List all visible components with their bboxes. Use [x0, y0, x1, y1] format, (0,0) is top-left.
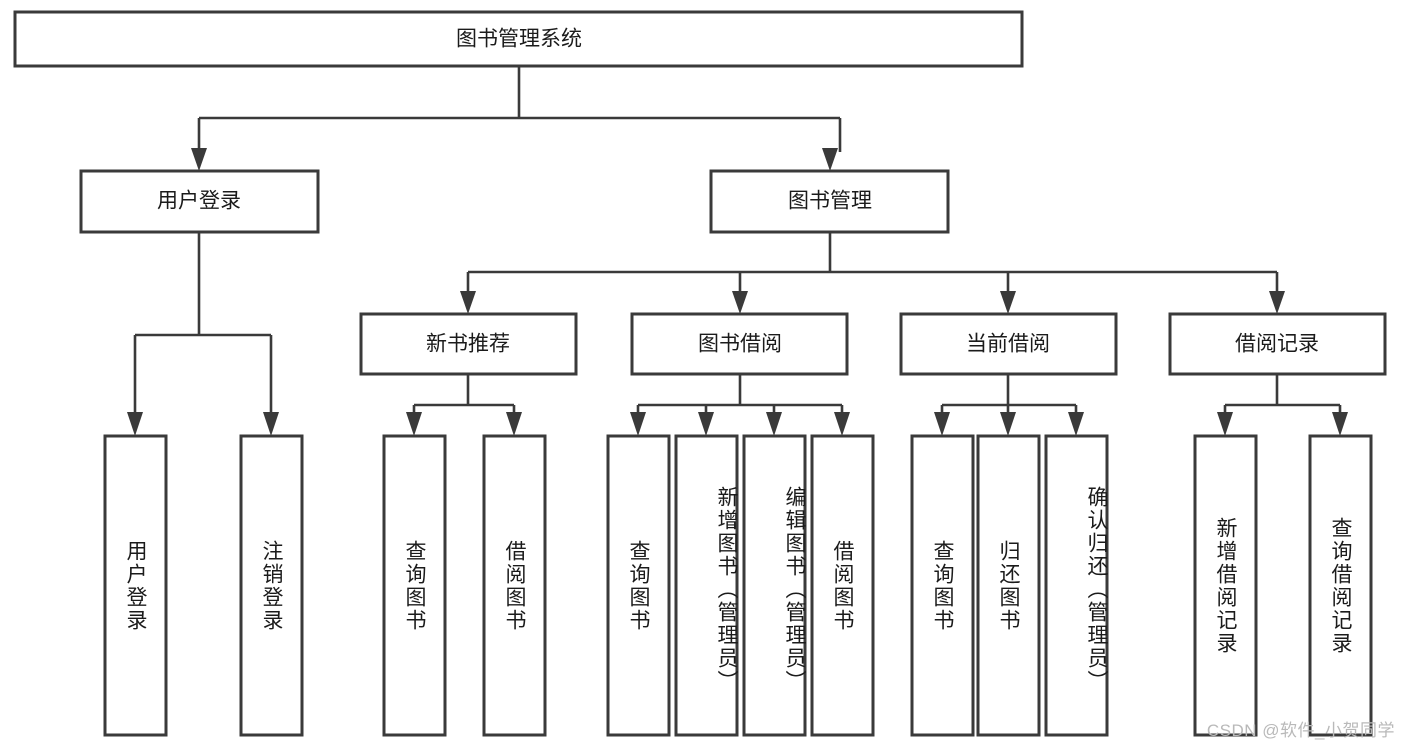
node-user-login[interactable]: 用户登录 [79, 169, 320, 234]
node-user-login-label: 用户登录 [157, 190, 241, 213]
csdn-watermark: CSDN @软件_小贺同学 [1206, 721, 1395, 740]
node-root[interactable]: 图书管理系统 [13, 10, 1024, 68]
node-current-borrow-label: 当前借阅 [966, 333, 1050, 356]
node-borrow-record[interactable]: 借阅记录 [1168, 312, 1387, 376]
connector-bookmanage-to-level2 [460, 232, 1285, 314]
node-book-borrow[interactable]: 图书借阅 [630, 312, 849, 376]
node-book-manage-label: 图书管理 [788, 190, 872, 213]
node-book-manage[interactable]: 图书管理 [709, 169, 950, 234]
connector-borrowrecord-to-leaves [1217, 374, 1348, 436]
node-leaf-borrow-book-1[interactable] [482, 434, 547, 737]
node-leaf-query-borrow-record[interactable] [1308, 434, 1373, 737]
connector-bookborrow-to-leaves [630, 374, 850, 436]
node-leaf-query-book-2[interactable] [606, 434, 671, 737]
node-leaf-user-login[interactable] [103, 434, 168, 737]
connector-currentborrow-to-leaves [934, 374, 1084, 436]
node-borrow-record-label: 借阅记录 [1235, 333, 1319, 356]
node-leaf-add-borrow-record[interactable] [1193, 434, 1258, 737]
node-leaf-confirm-return[interactable] [1044, 434, 1109, 737]
connector-userlogin-to-leaves [127, 232, 279, 436]
node-leaf-add-book[interactable] [674, 434, 739, 737]
node-leaf-return-book[interactable] [976, 434, 1041, 737]
node-leaf-query-book-1[interactable] [382, 434, 447, 737]
connector-root-to-level1 [191, 66, 842, 171]
node-new-book-recommend[interactable]: 新书推荐 [359, 312, 578, 376]
node-leaf-query-book-3[interactable] [910, 434, 975, 737]
node-leaf-borrow-book-2[interactable] [810, 434, 875, 737]
node-book-borrow-label: 图书借阅 [698, 333, 782, 356]
connector-newbook-to-leaves [406, 374, 522, 436]
node-leaf-logout-login[interactable] [239, 434, 304, 737]
node-new-book-recommend-label: 新书推荐 [426, 333, 510, 356]
node-root-label: 图书管理系统 [456, 28, 582, 51]
node-current-borrow[interactable]: 当前借阅 [899, 312, 1118, 376]
node-leaf-edit-book[interactable] [742, 434, 807, 737]
